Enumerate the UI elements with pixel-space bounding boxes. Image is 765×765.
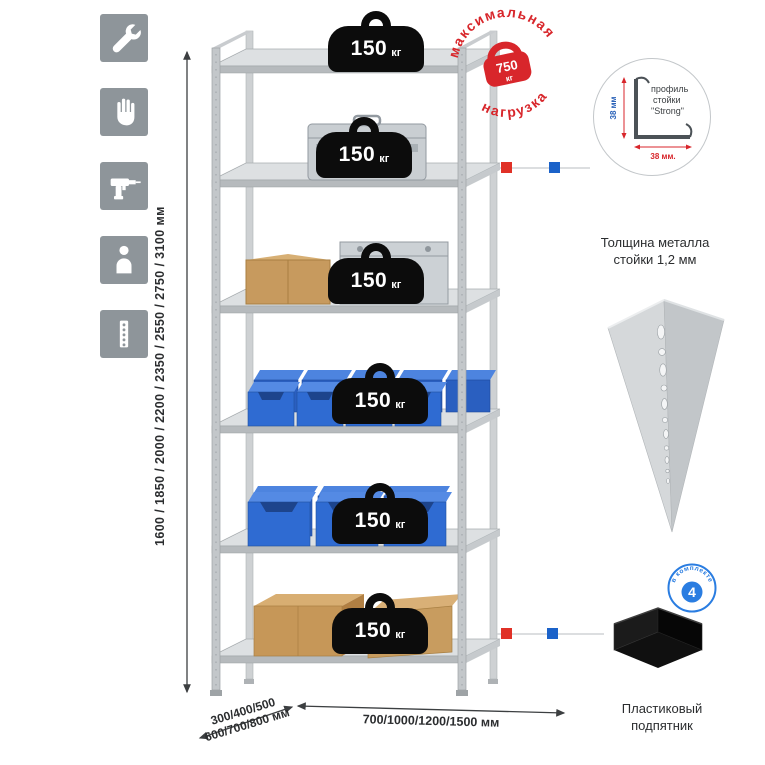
svg-text:максимальная: максимальная: [437, 0, 561, 62]
shelf-weight-2: 150 кг: [316, 132, 412, 178]
feature-icon-column: [100, 14, 148, 358]
width-dimension-label: 700/1000/1200/1500 мм: [362, 712, 500, 730]
foot-caption-line2: подпятник: [631, 718, 693, 733]
svg-text:нагрузка: нагрузка: [477, 85, 554, 127]
plastic-foot-image: [613, 607, 703, 668]
profile-marker-blue: [549, 162, 560, 173]
weight-unit: кг: [391, 278, 402, 291]
profile-drawing: [634, 76, 693, 139]
wrench-icon: [100, 14, 148, 62]
profile-label-line1: профиль: [651, 84, 689, 94]
angle-post-image: [607, 299, 725, 533]
stamp-weight-icon: 750 кг: [483, 41, 532, 87]
weight-unit: кг: [395, 518, 406, 531]
stamp-word-bottom: нагрузка: [477, 85, 554, 127]
rack-profile-icon: [100, 310, 148, 358]
kit-quantity-badge: в комплекте 4: [667, 563, 717, 613]
shelf-weight-3: 150 кг: [328, 258, 424, 304]
weight-unit: кг: [379, 152, 390, 165]
weight-unit: кг: [395, 628, 406, 641]
max-load-stamp: максимальная нагрузка 750 кг: [432, 0, 581, 142]
weight-value: 150: [350, 37, 388, 60]
shelf-weight-1: 150 кг: [328, 26, 424, 72]
foot-caption-line1: Пластиковый: [621, 701, 703, 716]
profile-label-line2: стойки: [653, 95, 681, 105]
profile-dim-horizontal: 38 мм.: [650, 152, 675, 161]
weight-unit: кг: [391, 46, 402, 59]
shelf-weight-4: 150 кг: [332, 378, 428, 424]
weight-value: 150: [350, 269, 388, 292]
gloves-icon: [100, 88, 148, 136]
drill-icon: [100, 162, 148, 210]
shelf-weight-6: 150 кг: [332, 608, 428, 654]
weight-value: 150: [338, 143, 376, 166]
foot-marker-blue: [547, 628, 558, 639]
stamp-value: 750: [495, 57, 519, 76]
stamp-unit: кг: [505, 73, 515, 83]
profile-label-line3: "Strong": [651, 106, 684, 116]
foot-caption: Пластиковый подпятник: [592, 700, 732, 734]
cardboard-box-small: [245, 254, 331, 305]
weight-value: 150: [354, 509, 392, 532]
stamp-word-top: максимальная: [437, 0, 561, 62]
person-icon: [100, 236, 148, 284]
height-dimension-label: 1600 / 1850 / 2000 / 2200 / 2350 / 2550 …: [153, 206, 167, 546]
weight-unit: кг: [395, 398, 406, 411]
profile-caption-line1: Толщина металла: [600, 235, 710, 250]
weight-value: 150: [354, 389, 392, 412]
profile-callout-circle: 38 мм 38 мм. профиль стойки "Strong": [593, 58, 711, 176]
badge-value: 4: [688, 584, 696, 600]
weight-value: 150: [354, 619, 392, 642]
profile-caption-line2: стойки 1,2 мм: [613, 252, 697, 267]
shelf-weight-5: 150 кг: [332, 498, 428, 544]
profile-caption: Толщина металла стойки 1,2 мм: [580, 234, 730, 268]
profile-dim-vertical: 38 мм: [609, 96, 618, 119]
